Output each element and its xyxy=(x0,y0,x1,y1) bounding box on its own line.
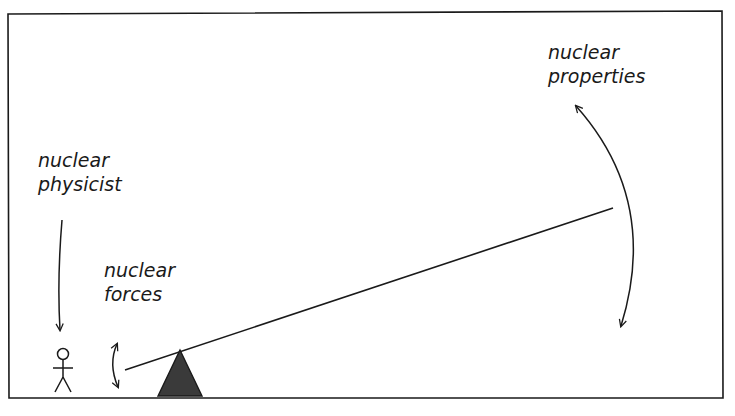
label-text: nuclear properties xyxy=(548,40,673,88)
label-text: nuclear forces xyxy=(104,258,199,306)
motion-arrow xyxy=(113,344,118,387)
frame-border xyxy=(8,11,723,398)
fulcrum-triangle xyxy=(158,350,202,396)
stick-figure xyxy=(53,349,73,393)
label-text: nuclear physicist xyxy=(38,148,150,196)
leader-arrow xyxy=(59,220,62,330)
seesaw-beam xyxy=(125,208,613,370)
swing-arrow xyxy=(576,106,633,326)
